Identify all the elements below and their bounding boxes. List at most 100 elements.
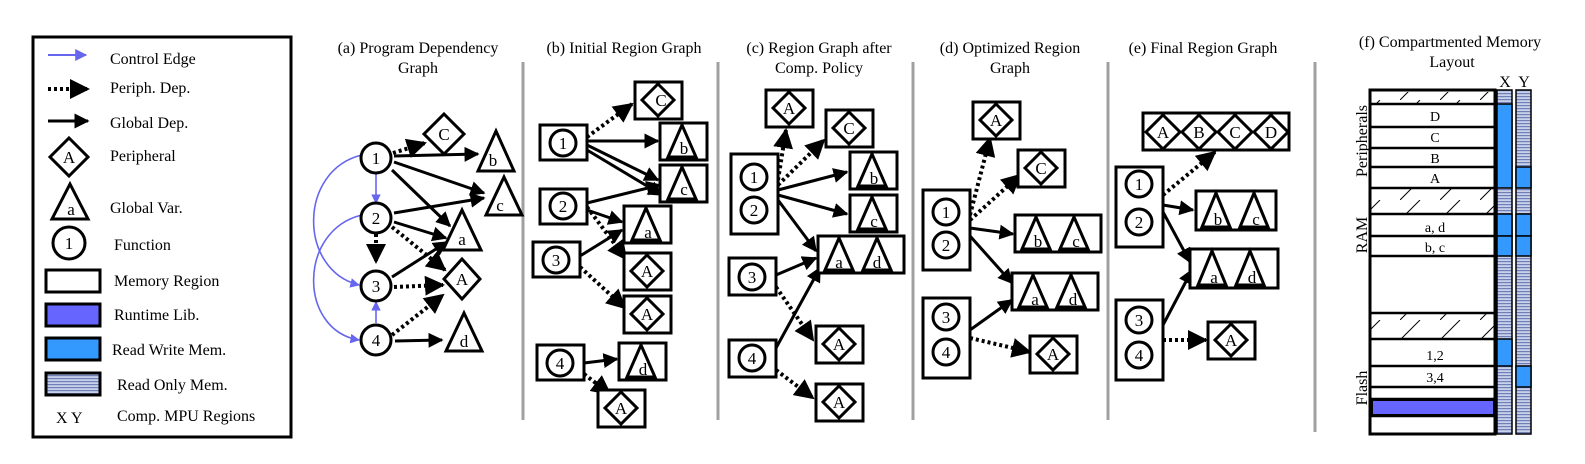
panel-a-subtitle: Graph <box>398 60 438 77</box>
mem-row-bc: b, c <box>1425 241 1445 256</box>
panel-d-title: (d) Optimized Region <box>940 40 1080 57</box>
node-label: C <box>655 91 666 110</box>
node-label: a <box>1031 290 1039 309</box>
node-label: a <box>458 230 466 249</box>
node-label: 3 <box>942 308 951 327</box>
global-deps-b <box>579 133 664 369</box>
nodes-e <box>1114 111 1291 382</box>
panel-b-graph <box>531 80 709 429</box>
node-label: c <box>1252 210 1260 229</box>
node-label: C <box>438 125 449 144</box>
panel-a-graph <box>312 111 525 357</box>
mem-row-c: C <box>1430 131 1439 146</box>
ro-mem-symbol <box>44 371 102 397</box>
memory-region-symbol <box>44 268 102 294</box>
node-label: A <box>783 99 796 118</box>
panel-a-title: (a) Program Dependency <box>338 40 499 57</box>
panel-e-title: (e) Final Region Graph <box>1129 40 1278 57</box>
node-label: a <box>835 253 843 272</box>
node-label: a <box>1210 268 1218 287</box>
node-label: A <box>1225 331 1238 350</box>
node-label: C <box>843 119 854 138</box>
legend-mpu-regions: Comp. MPU Regions <box>117 408 255 425</box>
panel-f-title: (f) Compartmented Memory <box>1359 34 1541 51</box>
node-label: 4 <box>942 343 951 362</box>
node-label: c <box>680 180 688 199</box>
node-label: c <box>870 212 878 231</box>
mpu-x-label: X <box>1499 74 1511 91</box>
runtime-lib-region <box>1371 399 1495 416</box>
node-label: A <box>990 111 1003 130</box>
global-deps-d <box>968 224 1015 332</box>
panel-c-graph <box>727 88 906 423</box>
panel-e-graph <box>1114 111 1291 382</box>
node-label: A <box>641 262 654 281</box>
node-label: A <box>833 335 846 354</box>
node-label: d <box>639 360 648 379</box>
mem-row-d: D <box>1430 110 1440 125</box>
node-label: b <box>1034 232 1043 251</box>
node-label: 3 <box>552 251 561 270</box>
legend-global-var: Global Var. <box>110 200 183 217</box>
function-symbol: 1 <box>51 225 87 261</box>
global-deps-c <box>774 168 849 349</box>
panel-c-subtitle: Comp. Policy <box>775 60 863 77</box>
node-label: 4 <box>748 349 757 368</box>
node-label: 1 <box>1135 175 1144 194</box>
panel-c-title: (c) Region Graph after <box>746 40 892 57</box>
global-deps-e <box>1161 200 1195 326</box>
node-label: 3 <box>372 277 381 296</box>
hatched-regions <box>1370 92 1495 339</box>
node-label: A <box>641 305 654 324</box>
node-label: A <box>833 393 846 412</box>
panel-d-subtitle: Graph <box>990 60 1030 77</box>
node-label: 3 <box>748 268 757 287</box>
node-label: A <box>1047 345 1060 364</box>
node-label: A <box>456 270 469 289</box>
control-edges <box>312 154 381 344</box>
mem-row-34: 3,4 <box>1426 371 1444 386</box>
node-label: b <box>870 169 879 188</box>
legend-rw-mem: Read Write Mem. <box>112 342 226 359</box>
node-label: d <box>1069 290 1078 309</box>
legend-memory-region: Memory Region <box>114 273 219 290</box>
node-label: d <box>1248 268 1257 287</box>
node-label: b <box>489 151 498 170</box>
panel-d-graph <box>921 100 1103 380</box>
legend-global-dep: Global Dep. <box>110 115 188 132</box>
node-label: A <box>1157 123 1170 142</box>
nodes-a <box>359 111 525 357</box>
runtime-lib-symbol <box>44 302 102 328</box>
function-symbol-label: 1 <box>65 234 74 253</box>
panel-b-title: (b) Initial Region Graph <box>546 40 701 57</box>
node-label: 1 <box>372 149 381 168</box>
node-label: C <box>1229 123 1240 142</box>
node-label: 2 <box>372 209 381 228</box>
legend-periph-dep: Periph. Dep. <box>110 80 190 97</box>
node-label: d <box>873 253 882 272</box>
node-label: b <box>1214 210 1223 229</box>
peripheral-symbol-label: A <box>63 148 76 167</box>
node-label: 1 <box>559 134 568 153</box>
periph-deps-e <box>1161 150 1217 350</box>
legend: Control Edge Periph. Dep. Global Dep. A … <box>31 35 293 439</box>
legend-runtime-lib: Runtime Lib. <box>114 307 199 324</box>
node-label: A <box>615 399 628 418</box>
panel-dividers <box>521 62 1317 432</box>
node-label: c <box>1072 232 1080 251</box>
mem-row-12: 1,2 <box>1426 349 1444 364</box>
periph-deps-a <box>366 138 447 337</box>
rw-mem-symbol <box>44 336 102 362</box>
mpu-column-y <box>1515 89 1532 435</box>
section-ram: RAM <box>1354 217 1371 253</box>
node-label: 2 <box>559 197 568 216</box>
mem-row-a: A <box>1430 172 1441 187</box>
section-peripherals: Peripherals <box>1354 105 1371 177</box>
global-deps-a <box>390 146 486 348</box>
node-label: 1 <box>942 203 951 222</box>
node-label: b <box>680 139 689 158</box>
node-label: a <box>644 223 652 242</box>
mem-row-b: B <box>1430 152 1439 167</box>
